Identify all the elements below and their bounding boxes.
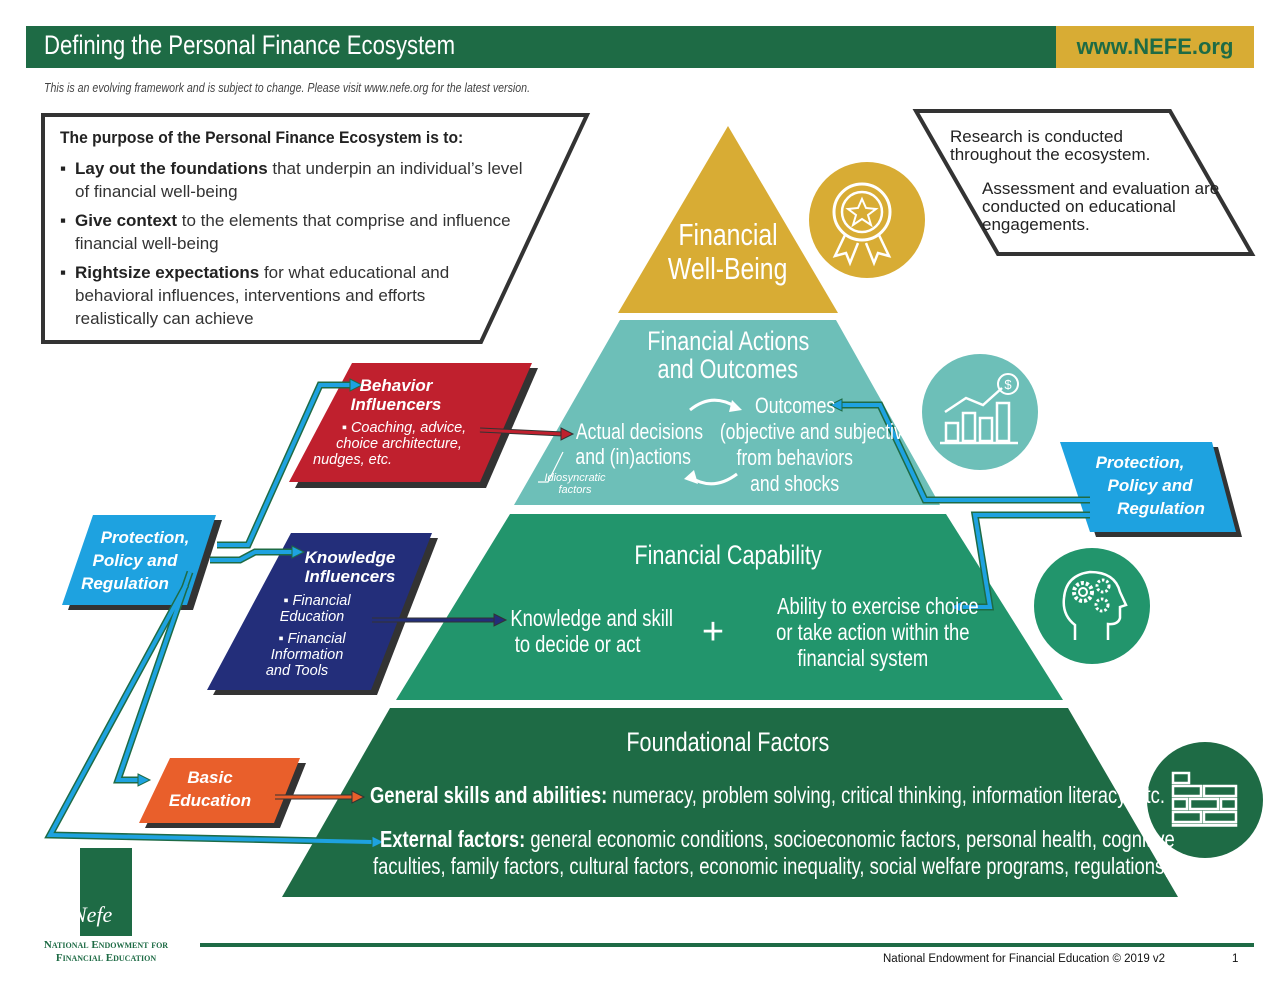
footer-divider	[200, 943, 1254, 947]
outcomes-text: Outcomes(objective and subjective)from b…	[719, 393, 919, 496]
organization-name: National Endowment for Financial Educati…	[43, 939, 169, 964]
behavior-influencers-title: Behavior Influencers	[350, 376, 442, 414]
basic-arrow	[275, 790, 366, 804]
copyright-text: National Endowment for Financial Educati…	[883, 953, 1166, 965]
external-factors-text: External factors: general economic condi…	[380, 826, 1175, 852]
behavior-influencers-body: ▪ Coaching, advice, choice architecture,…	[313, 420, 467, 468]
arrow-head	[137, 773, 152, 787]
purpose-list: Lay out the foundations that underpin an…	[60, 157, 530, 330]
page-number: 1	[1232, 953, 1239, 965]
general-skills-text: General skills and abilities: numeracy, …	[370, 782, 1165, 808]
research-box: Research is conducted throughout the eco…	[950, 128, 1220, 250]
protection-right-label: Protection, Policy and Regulation	[1095, 453, 1205, 518]
purpose-item: Lay out the foundations that underpin an…	[60, 157, 530, 203]
actions-tier	[514, 320, 940, 505]
knowledge-influencers-box	[207, 533, 438, 695]
framework-note: This is an evolving framework and is sub…	[44, 81, 531, 95]
header-bar	[26, 26, 1056, 68]
protection-left-label: Protection, Policy and Regulation	[81, 528, 190, 593]
behavior-influencers-box	[289, 363, 538, 488]
capability-title: Financial Capability	[634, 540, 822, 570]
capability-tier	[396, 514, 1063, 700]
arrow-head	[371, 835, 386, 849]
website-link[interactable]: www.NEFE.org	[1056, 26, 1254, 68]
protection-right-box	[1060, 442, 1242, 537]
foundational-title: Foundational Factors	[626, 727, 830, 757]
basic-education-label: Basic Education	[168, 768, 252, 810]
research-text: Research is conducted throughout the eco…	[950, 127, 1151, 164]
research-box-frame	[912, 109, 1256, 256]
protection-connectors	[44, 381, 1090, 846]
knowledge-influencers-title: Knowledge Influencers	[304, 548, 396, 586]
arrow-head	[291, 545, 306, 559]
external-factors-text-2: faculties, family factors, cultural fact…	[373, 853, 1205, 879]
assessment-text: Assessment and evaluation are conducted …	[982, 179, 1220, 234]
nefe-logo-text: Nefe	[72, 902, 113, 927]
wellbeing-tier	[618, 126, 838, 313]
foundational-tier	[282, 708, 1178, 897]
page-title: Defining the Personal Finance Ecosystem	[44, 30, 456, 60]
arrow-head	[349, 378, 364, 392]
svg-text:$: $	[1004, 377, 1012, 392]
knowledge-arrow	[372, 613, 508, 627]
arrow-head	[828, 398, 843, 412]
brain-gears-icon	[1034, 548, 1150, 664]
basic-education-box	[139, 758, 306, 828]
nefe-logo	[80, 848, 132, 936]
growth-chart-icon: $	[922, 354, 1038, 470]
brick-wall-icon	[1147, 742, 1263, 858]
knowledge-influencers-body: ▪ Financial Education ▪ Financial Inform…	[265, 593, 351, 679]
award-icon	[809, 162, 925, 278]
behavior-arrow	[479, 427, 575, 441]
arrow-head	[948, 600, 963, 614]
purpose-item: Give context to the elements that compri…	[60, 209, 530, 255]
purpose-item: Rightsize expectations for what educatio…	[60, 261, 495, 330]
plus-sign: +	[701, 611, 725, 653]
purpose-box: The purpose of the Personal Finance Ecos…	[60, 126, 530, 336]
purpose-title: The purpose of the Personal Finance Ecos…	[60, 128, 464, 147]
idiosyncratic-bracket	[538, 451, 564, 483]
